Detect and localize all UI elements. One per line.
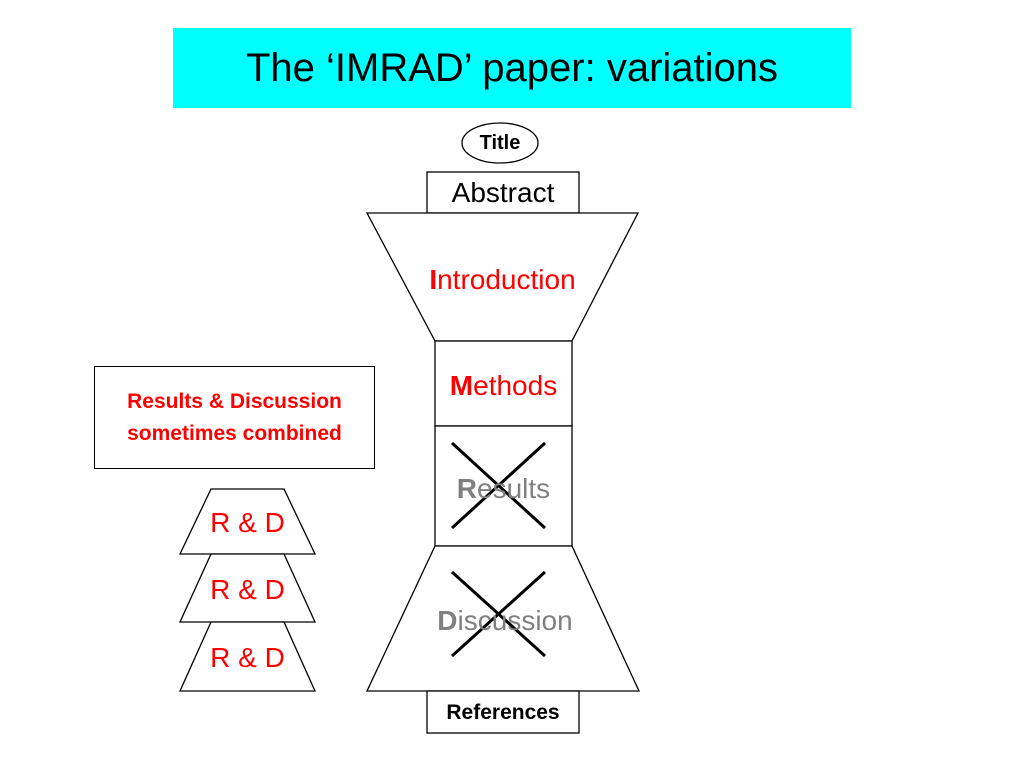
title-oval: [461, 122, 539, 164]
results-initial: R: [456, 473, 478, 504]
title-label: Title: [479, 131, 521, 154]
methods-rest: ethods: [473, 370, 558, 401]
note-line-1: Results & Discussion: [127, 389, 342, 413]
slide-title: The ‘IMRAD’ paper: variations: [245, 45, 779, 90]
abstract-label: Abstract: [451, 177, 555, 208]
discussion-cross-line-2: [450, 570, 547, 658]
rd-label-2: R & D: [210, 574, 285, 605]
rd-label-1: R & D: [210, 507, 285, 538]
results-rest: esults: [477, 473, 551, 504]
discussion-rest: iscussion: [457, 605, 573, 636]
abstract-box: [426, 171, 580, 214]
references-box: [426, 690, 580, 734]
rd-trapezoid-3: [178, 621, 317, 692]
rd-label-3: R & D: [210, 642, 285, 673]
combined-note-box: Results & Discussion sometimes combined: [94, 366, 375, 469]
references-label: References: [446, 701, 560, 724]
introduction-initial: I: [429, 264, 438, 295]
methods-initial: M: [449, 370, 474, 401]
note-line-2: sometimes combined: [127, 421, 342, 445]
rd-trapezoid-1: [178, 488, 317, 555]
title-banner: The ‘IMRAD’ paper: variations: [173, 28, 851, 108]
introduction-rest: ntroduction: [437, 264, 576, 295]
rd-trapezoid-2: [178, 553, 317, 623]
results-cross-line-2: [450, 441, 547, 530]
discussion-initial: D: [437, 605, 458, 636]
